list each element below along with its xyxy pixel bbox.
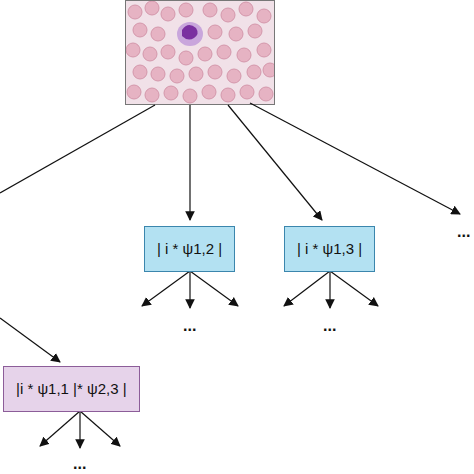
ellipsis-label: ... xyxy=(457,224,470,240)
box-label: | i * ψ1,3 | xyxy=(297,240,362,258)
process-box: |i * ψ1,1 |* ψ2,3 | xyxy=(3,366,140,412)
tree-branches xyxy=(0,103,460,448)
ellipsis-label: ... xyxy=(323,318,336,334)
blood-smear-image xyxy=(126,1,278,105)
box-label: | i * ψ1,2 | xyxy=(157,240,222,258)
box-label: |i * ψ1,1 |* ψ2,3 | xyxy=(16,380,127,398)
process-box: | i * ψ1,2 | xyxy=(144,226,235,272)
ellipsis-label: ... xyxy=(73,456,86,472)
ellipsis-label: ... xyxy=(183,318,196,334)
process-box: | i * ψ1,3 | xyxy=(284,226,375,272)
